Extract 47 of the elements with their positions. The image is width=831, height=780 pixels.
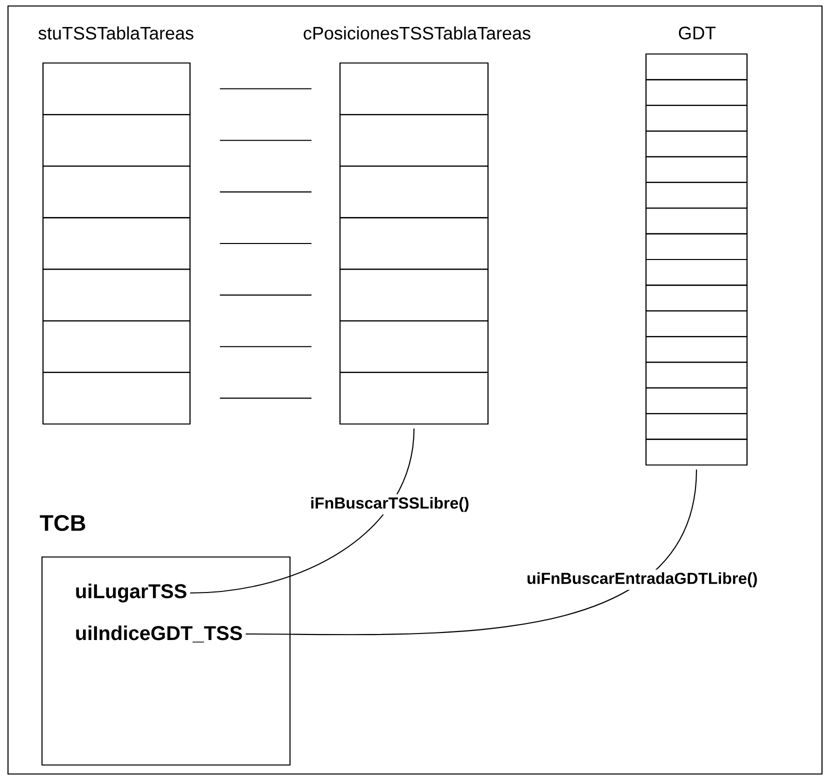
- connector: [220, 294, 312, 296]
- field-name: uiLugarTSS: [76, 584, 186, 602]
- table-row: [645, 208, 748, 234]
- table-row: [42, 320, 191, 373]
- connector: [246, 469, 698, 636]
- connector: [220, 346, 312, 348]
- table-row: [645, 387, 748, 414]
- table-row: [42, 114, 191, 167]
- table-row: [645, 310, 748, 338]
- table-row: [645, 79, 748, 106]
- table-row: [645, 104, 748, 132]
- field-name: uiIndiceGDT_TSS: [76, 626, 242, 642]
- node-label: GDT: [678, 26, 716, 40]
- table-row: [339, 268, 489, 322]
- node-label: cPosicionesTSSTablaTareas: [304, 26, 530, 40]
- table-row: [645, 362, 748, 388]
- table-row: [339, 166, 489, 218]
- table-row: [42, 268, 191, 322]
- table-row: [645, 413, 748, 440]
- connector: [190, 428, 415, 594]
- connector: [220, 242, 312, 244]
- table-row: [42, 372, 191, 425]
- connector: [220, 88, 312, 90]
- connector: [220, 191, 312, 192]
- table-row: [339, 62, 489, 116]
- table-row: [645, 233, 748, 260]
- table-row: [645, 156, 748, 183]
- table-row: [42, 217, 191, 270]
- table-row: [339, 217, 489, 270]
- table-row: [42, 62, 191, 116]
- table-row: [42, 166, 191, 218]
- table-row: [645, 53, 748, 80]
- table-row: [645, 438, 748, 466]
- table-row: [645, 130, 748, 158]
- table-row: [645, 284, 748, 312]
- edge-label: uiFnBuscarEntradaGDTLibre(): [524, 570, 760, 590]
- table-row: [645, 336, 748, 363]
- node-label: TCB: [40, 514, 86, 532]
- connector: [220, 398, 312, 399]
- node-label: stuTSSTablaTareas: [38, 26, 194, 40]
- table-row: [645, 182, 748, 209]
- edge-label: iFnBuscarTSSLibre(): [307, 494, 472, 515]
- connector: [220, 140, 312, 141]
- table-row: [339, 372, 489, 425]
- table-row: [645, 258, 748, 286]
- table-row: [339, 320, 489, 373]
- table-row: [339, 114, 489, 167]
